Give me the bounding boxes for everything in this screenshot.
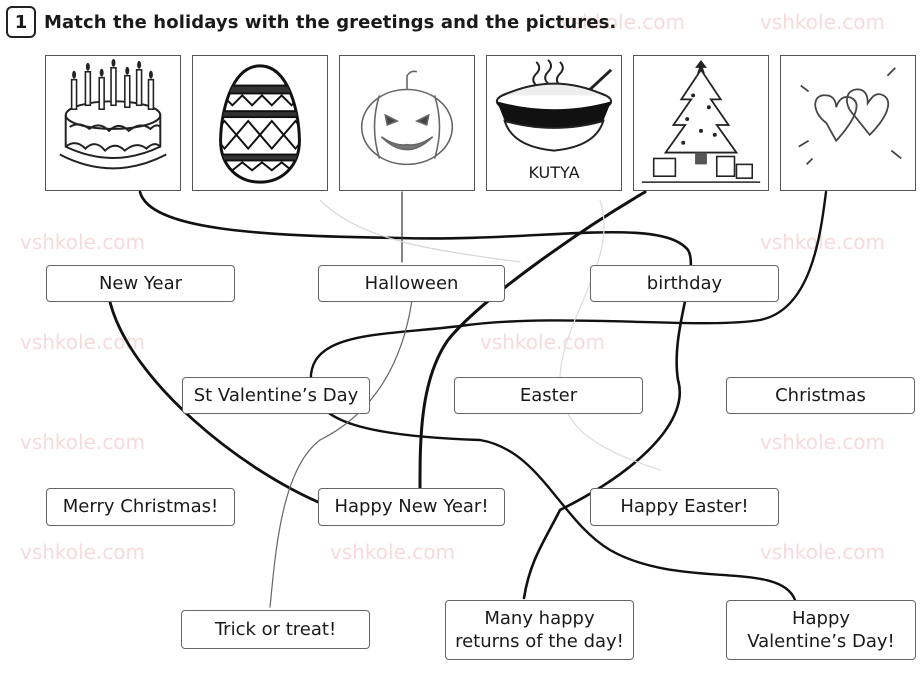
watermark: vshkole.com: [20, 330, 145, 354]
watermark: vshkole.com: [20, 540, 145, 564]
birthday-cake-icon: [59, 58, 167, 170]
greeting-line: returns of the day!: [455, 631, 624, 652]
watermark: vshkole.com: [330, 540, 455, 564]
task-number: 1: [6, 6, 36, 38]
picture-birthday-cake: [45, 55, 181, 191]
picture-label-kutya: KUTYA: [528, 163, 580, 182]
watermark: vshkole.com: [760, 230, 885, 254]
kutya-bowl-icon: [495, 59, 613, 152]
picture-kutya-bowl: KUTYA: [486, 55, 622, 191]
holiday-christmas[interactable]: Christmas: [726, 377, 915, 414]
greeting-merry-christmas[interactable]: Merry Christmas!: [46, 488, 235, 526]
jack-o-lantern-icon: [360, 70, 454, 166]
greeting-line: Many happy: [484, 607, 595, 629]
holiday-easter[interactable]: Easter: [454, 377, 643, 414]
watermark: vshkole.com: [560, 10, 685, 34]
holiday-birthday[interactable]: birthday: [590, 265, 779, 302]
christmas-tree-icon: [641, 59, 761, 183]
watermark: vshkole.com: [20, 230, 145, 254]
greeting-many-happy-returns[interactable]: Many happy returns of the day!: [445, 600, 634, 660]
hearts-icon: [798, 67, 902, 166]
watermark: vshkole.com: [760, 430, 885, 454]
holiday-new-year[interactable]: New Year: [46, 265, 235, 302]
picture-christmas-tree: [633, 55, 769, 191]
greeting-happy-valentines-day[interactable]: Happy Valentine’s Day!: [726, 600, 916, 660]
watermark: vshkole.com: [20, 430, 145, 454]
greeting-happy-new-year[interactable]: Happy New Year!: [318, 488, 505, 526]
watermark: vshkole.com: [480, 330, 605, 354]
holiday-st-valentines-day[interactable]: St Valentine’s Day: [182, 377, 370, 414]
greeting-line: Valentine’s Day!: [747, 631, 895, 652]
greeting-happy-easter[interactable]: Happy Easter!: [590, 488, 779, 526]
picture-easter-egg: [192, 55, 328, 191]
task-instruction: Match the holidays with the greetings an…: [44, 11, 617, 33]
watermark: vshkole.com: [760, 540, 885, 564]
greeting-line: Happy: [791, 607, 851, 629]
picture-jack-o-lantern: [339, 55, 475, 191]
watermark: vshkole.com: [760, 10, 885, 34]
easter-egg-icon: [219, 64, 301, 184]
greeting-trick-or-treat[interactable]: Trick or treat!: [181, 610, 370, 649]
picture-hearts: [780, 55, 916, 191]
task-header: 1 Match the holidays with the greetings …: [6, 6, 616, 38]
holiday-halloween[interactable]: Halloween: [318, 265, 505, 302]
